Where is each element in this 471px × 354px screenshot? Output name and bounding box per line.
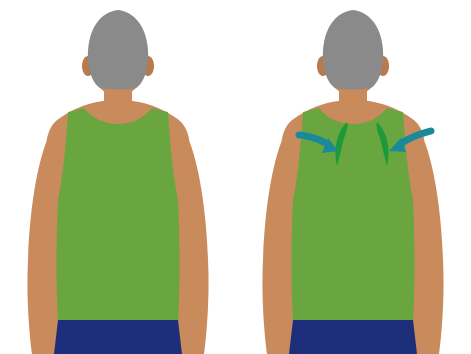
figure-after <box>235 0 471 354</box>
shorts <box>289 320 417 354</box>
hair <box>323 10 383 90</box>
shorts <box>54 320 182 354</box>
person-back-after <box>235 0 471 354</box>
tank-top <box>57 108 180 322</box>
person-back-before <box>0 0 236 354</box>
hair <box>88 10 148 90</box>
figure-before <box>0 0 236 354</box>
